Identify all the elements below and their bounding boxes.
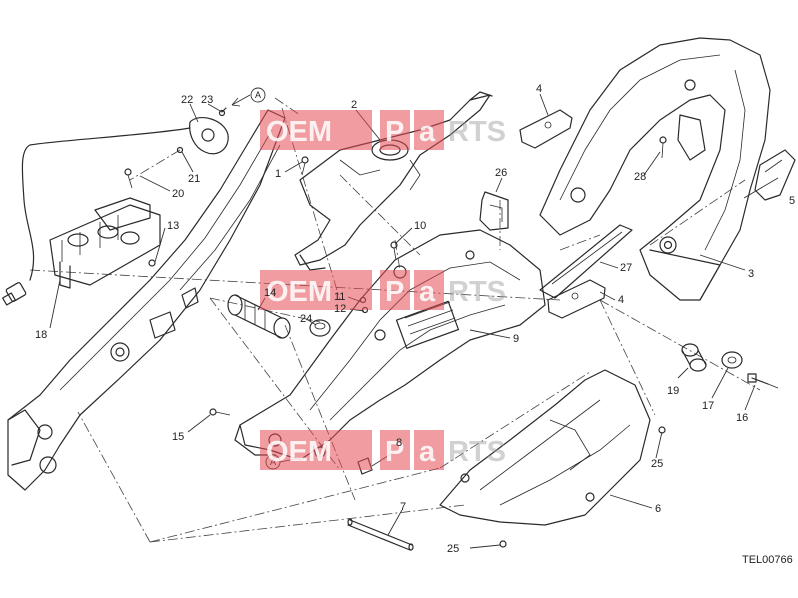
callout-4-top: 4	[536, 83, 542, 95]
svg-text:P: P	[385, 116, 404, 148]
callout-25-bottom: 25	[447, 543, 459, 555]
part-26-clip	[479, 191, 509, 231]
fasteners	[124, 136, 667, 548]
callout-13: 13	[167, 220, 179, 232]
callout-22: 22	[181, 94, 193, 106]
callout-4-bottom: 4	[618, 294, 624, 306]
callout-9: 9	[513, 333, 519, 345]
part-14-spacer	[227, 294, 291, 339]
part-17-washer	[721, 351, 743, 369]
svg-text:P: P	[385, 276, 404, 308]
watermark-bottom: OEM P a RTS	[260, 430, 506, 470]
callout-21: 21	[188, 173, 200, 185]
callout-26: 26	[495, 167, 507, 179]
callout-16: 16	[736, 412, 748, 424]
part-16-bolt	[747, 373, 779, 389]
part-9-subframe-tray	[234, 229, 546, 461]
watermark-top: OEM ® P a RTS	[260, 110, 506, 150]
callout-6: 6	[655, 503, 661, 515]
callout-20: 20	[172, 188, 184, 200]
assembly-lines	[29, 97, 761, 543]
part-5-pad	[754, 149, 796, 201]
drawing-code: TEL00766	[742, 554, 793, 566]
callout-3: 3	[748, 268, 754, 280]
svg-text:®: ®	[372, 123, 377, 130]
callout-labels: 22 23 21 20 13 18 1 2 10 11 12 14 24 26 …	[35, 83, 795, 555]
callout-14: 14	[264, 287, 276, 299]
svg-text:RTS: RTS	[448, 116, 506, 148]
part-7-pin	[347, 518, 414, 551]
callout-1: 1	[275, 168, 281, 180]
svg-text:RTS: RTS	[448, 436, 506, 468]
svg-text:a: a	[419, 436, 436, 468]
svg-text:OEM: OEM	[266, 116, 332, 148]
left-subframe-rail	[7, 109, 286, 491]
part-3-rear-frame	[539, 37, 771, 301]
part-4-clip-top	[519, 109, 573, 149]
part-4-clip-bottom	[547, 279, 606, 319]
callout-24: 24	[300, 313, 312, 325]
callout-23: 23	[201, 94, 213, 106]
callout-7: 7	[400, 501, 406, 513]
callout-2: 2	[351, 99, 357, 111]
part-6-lower-cover	[439, 369, 651, 526]
watermark-middle: OEM P a RTS	[260, 270, 506, 310]
callout-8: 8	[396, 437, 402, 449]
svg-text:OEM: OEM	[266, 436, 332, 468]
callout-28: 28	[634, 171, 646, 183]
svg-text:OEM: OEM	[266, 276, 332, 308]
svg-text:RTS: RTS	[448, 276, 506, 308]
callout-5: 5	[789, 195, 795, 207]
svg-text:a: a	[419, 276, 436, 308]
callout-19: 19	[667, 385, 679, 397]
reference-marker-top: A	[231, 87, 266, 107]
callout-18: 18	[35, 329, 47, 341]
svg-text:P: P	[385, 436, 404, 468]
callout-12: 12	[334, 303, 346, 315]
callout-25-right: 25	[651, 458, 663, 470]
part-19-bush	[681, 343, 707, 372]
callout-17: 17	[702, 400, 714, 412]
callout-10: 10	[414, 220, 426, 232]
svg-text:A: A	[255, 90, 261, 100]
part-22-plate	[189, 107, 229, 155]
callout-11: 11	[334, 291, 345, 303]
callout-27: 27	[620, 262, 632, 274]
part-27-strip	[539, 224, 633, 299]
leader-lines	[49, 93, 779, 549]
part-24-bush	[309, 319, 331, 337]
part-18-cable-assembly	[2, 127, 191, 306]
svg-text:a: a	[419, 116, 436, 148]
callout-15: 15	[172, 431, 184, 443]
